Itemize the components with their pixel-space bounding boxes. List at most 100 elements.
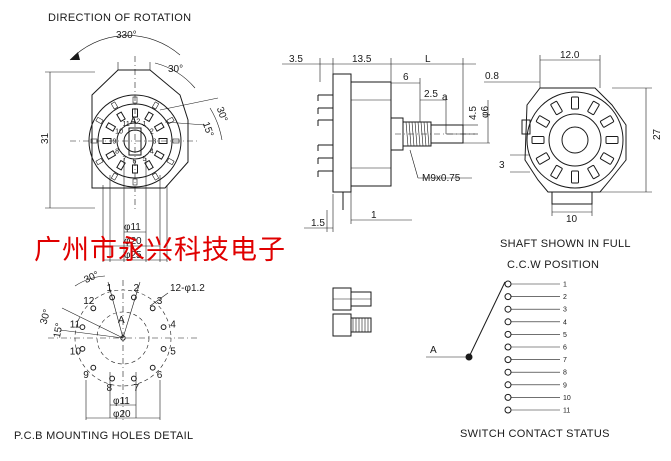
pcb-pin-label: 9 — [83, 370, 89, 381]
front-pin-slot — [105, 150, 117, 160]
front-pin-slot — [153, 122, 165, 132]
switch-body-outline — [91, 69, 189, 189]
right-d3-label: 3 — [499, 160, 505, 171]
ccw-position-caption: C.C.W POSITION — [507, 259, 599, 271]
right-contact-slot — [535, 115, 551, 128]
side-da-label: a — [442, 92, 448, 103]
pcb-hole — [149, 305, 156, 312]
pcb-pin-label: 3 — [157, 296, 163, 307]
angle-leader-1 — [159, 97, 219, 111]
right-d120-label: 12.0 — [560, 50, 580, 61]
shaft-flat — [128, 127, 142, 156]
front-dia-outer-label: φ25 — [124, 250, 142, 261]
contact-position-label: 4 — [563, 319, 567, 326]
front-pin-label: 1 — [143, 121, 147, 128]
pcb-hole — [90, 364, 97, 371]
pcb-angle-ray-1 — [107, 281, 124, 339]
pcb-angle-a-label: 30° — [82, 270, 100, 286]
front-pin-label: 10 — [115, 129, 123, 136]
front-pin-group — [90, 96, 180, 186]
pcb-angle-ray-2 — [122, 281, 141, 339]
contact-terminal — [504, 330, 512, 338]
pcb-dia-inner-label: φ11 — [113, 396, 130, 407]
right-contact-slot — [599, 152, 615, 165]
side-d135-label: 13.5 — [352, 54, 372, 65]
contact-position-label: 2 — [563, 294, 567, 301]
contact-status-view: SHAFT SHOWN IN FULL C.C.W POSITION A 123… — [426, 238, 630, 440]
front-outer-slot — [172, 138, 180, 144]
front-pin-slot — [153, 150, 165, 160]
contact-terminal — [504, 305, 512, 313]
right-bottom-tab — [551, 191, 593, 205]
rotation-arrow-head — [70, 52, 80, 60]
right-contact-slot — [605, 136, 619, 144]
wiper-arm — [468, 281, 506, 358]
front-dia-inner-label: φ11 — [124, 222, 141, 233]
front-outer-slot — [95, 157, 104, 166]
side-d35-label: 3.5 — [289, 54, 303, 65]
front-outer-slot — [151, 172, 160, 181]
right-shaft — [561, 126, 589, 154]
pcb-angle-b-label: 30° — [39, 308, 54, 325]
contact-position-label: 3 — [563, 307, 567, 314]
right-inner-ring — [548, 113, 602, 167]
front-pin-label: 9 — [113, 139, 117, 146]
angle-arc-b — [209, 107, 223, 141]
right-contact-slot — [531, 136, 545, 144]
contact-terminal — [504, 293, 512, 301]
contact-position-label: 1 — [563, 282, 567, 289]
angle-arc-a — [154, 62, 196, 89]
contact-position-label: 8 — [563, 370, 567, 377]
front-outer-slot — [110, 101, 119, 110]
front-pin-slot — [158, 138, 168, 144]
pcb-pin-label: 10 — [70, 346, 82, 357]
side-deck-front — [332, 73, 352, 193]
contact-position-label: 7 — [563, 357, 567, 364]
front-pin-slot — [116, 111, 126, 123]
front-outer-slot — [132, 178, 138, 186]
thread-line — [405, 121, 409, 147]
pcb-detail-caption: P.C.B MOUNTING HOLES DETAIL — [14, 430, 193, 442]
contact-terminal — [504, 406, 512, 414]
right-contact-slot — [587, 100, 600, 116]
side-thread-label: M9x0.75 — [422, 173, 461, 184]
shaft-variant-2-body — [332, 313, 352, 337]
front-pin-label: 7 — [123, 156, 127, 163]
side-d45-label: 4.5 — [468, 106, 479, 120]
pcb-pin-label: 2 — [133, 283, 139, 294]
front-pin-slot — [102, 138, 112, 144]
side-view: 3.5 13.5 L 6 2.5 a 4.5 φ6 M9x0.75 1.5 1 — [282, 54, 491, 232]
pcb-angle-arc-a — [74, 275, 106, 287]
front-pin-label: 2 — [150, 129, 154, 136]
contact-position-label: 11 — [563, 408, 570, 415]
pcb-pin-label: 7 — [133, 383, 139, 394]
pcb-hole — [149, 364, 156, 371]
right-contact-slot — [550, 100, 563, 116]
side-dL-label: L — [425, 54, 431, 65]
front-pin-slot — [132, 164, 138, 174]
right-view: 12.0 0.8 27 3 10 — [484, 50, 663, 225]
pcb-hole — [109, 375, 116, 382]
contact-position-label: 10 — [563, 395, 571, 402]
side-d6-label: 6 — [403, 72, 409, 83]
front-angle-b-label: 30° — [214, 106, 230, 124]
front-pin-label: 8 — [115, 149, 119, 156]
front-outer-slot — [95, 116, 104, 125]
front-center-label: A — [130, 116, 137, 127]
switch-contact-status-caption: SWITCH CONTACT STATUS — [460, 428, 610, 440]
contact-terminal — [504, 343, 512, 351]
pcb-hole — [90, 305, 97, 312]
front-angle-c-label: 15° — [200, 121, 216, 139]
front-outer-slot — [110, 172, 119, 181]
side-body — [350, 81, 392, 187]
front-outer-slot — [90, 138, 98, 144]
pcb-pin-label: 12 — [83, 296, 95, 307]
pcb-hole — [130, 375, 137, 382]
right-outer-ring — [526, 91, 624, 189]
front-pin-slot — [105, 122, 117, 132]
pcb-pin-label: 6 — [157, 370, 163, 381]
